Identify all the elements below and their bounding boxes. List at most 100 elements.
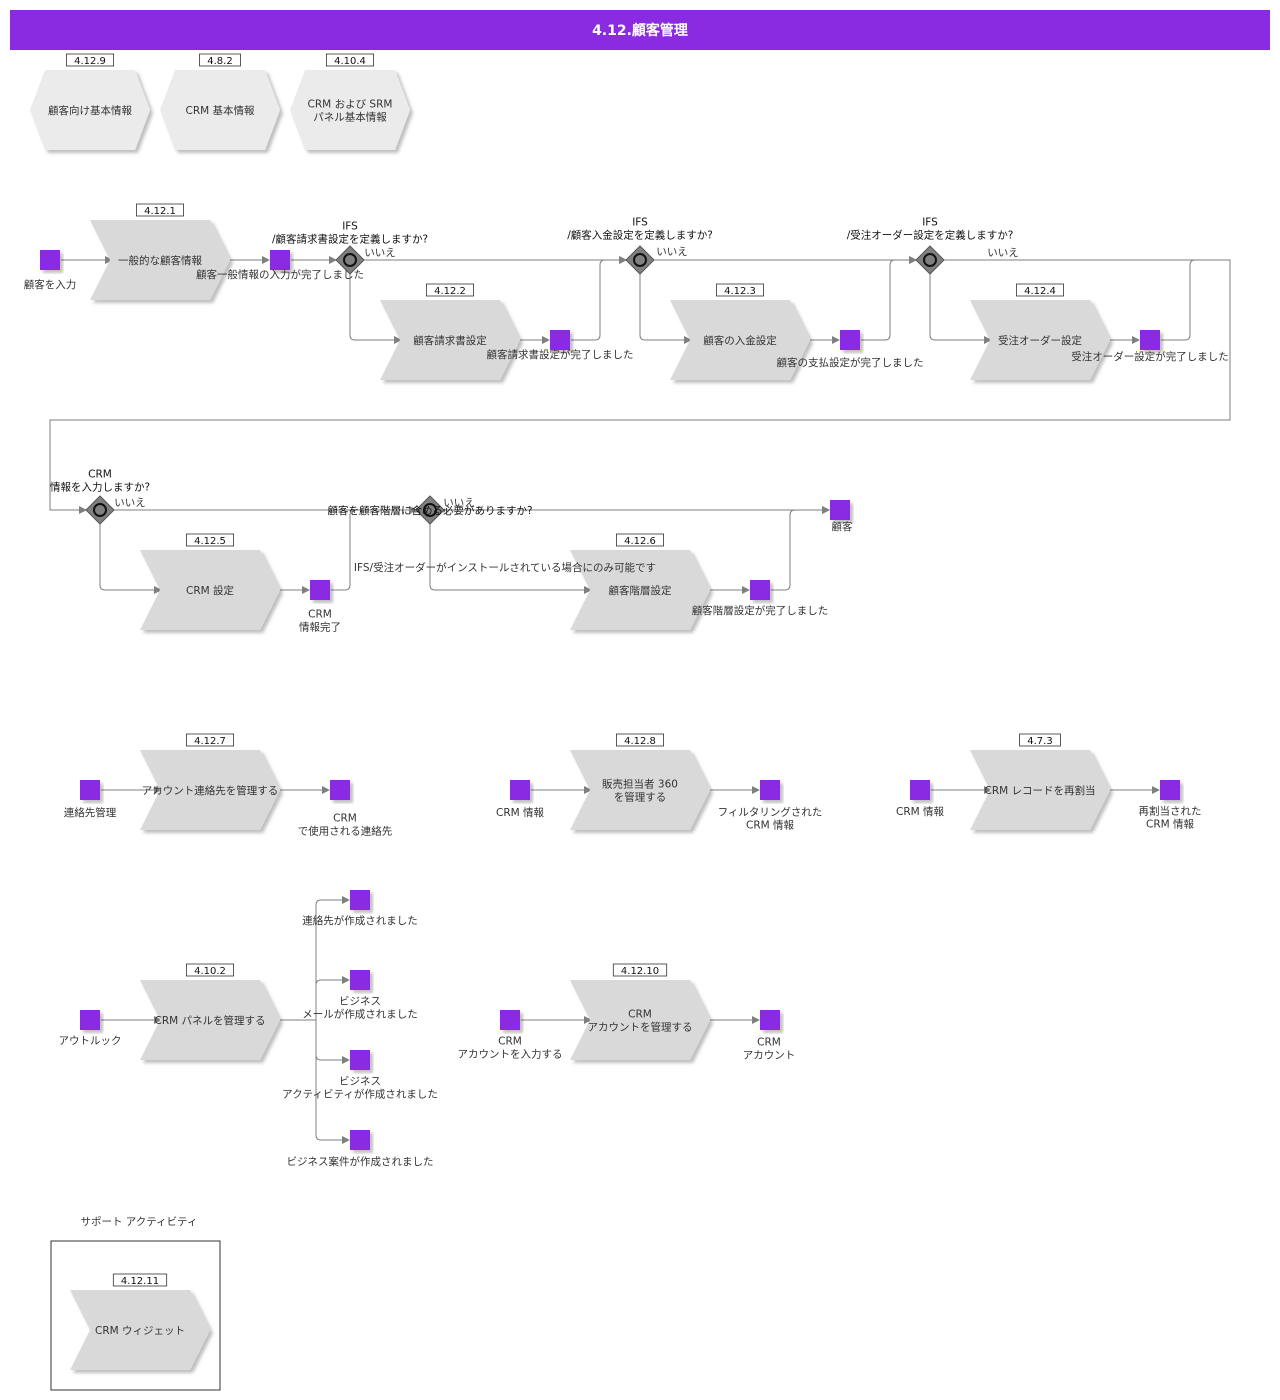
process-ref-tag	[135, 203, 184, 217]
event: CRM 情報	[896, 780, 945, 818]
process-4-12-7[interactable]: 4.12.7 アカウント連絡先を管理する	[140, 733, 280, 830]
process-ref-number: 4.10.4	[334, 56, 366, 67]
process-ref-tag	[66, 53, 115, 67]
event-label: CRM 情報	[746, 819, 795, 832]
connector	[929, 274, 992, 344]
event: 顧客	[830, 500, 853, 533]
event-label: CRM	[498, 1036, 522, 1048]
event-label: アカウント	[743, 1050, 796, 1062]
event: 顧客一般情報の入力が完了しました	[196, 250, 364, 281]
process-label: 販売担当者 360	[602, 778, 678, 791]
process-ref-number: 4.10.2	[194, 966, 226, 977]
connector	[1161, 259, 1230, 341]
process-label: 一般的な顧客情報	[118, 254, 202, 267]
process-ref-tag	[185, 533, 234, 547]
process-label: 顧客の入金設定	[703, 334, 777, 347]
connector	[315, 1134, 350, 1144]
gateway-marker	[923, 253, 937, 267]
connector	[315, 976, 350, 986]
notes: IFS/受注オーダーがインストールされている場合にのみ可能です	[354, 561, 656, 574]
process-shape	[570, 750, 710, 830]
decision-gateway: IFS/顧客請求書設定を定義しますか?いいえ	[272, 221, 428, 275]
gateway-diamond	[335, 245, 365, 275]
connector	[315, 896, 350, 906]
process-shape	[670, 300, 810, 380]
gateway-marker	[633, 253, 647, 267]
event-marker	[350, 890, 370, 910]
event-label: 受注オーダー設定が完了しました	[1071, 350, 1229, 363]
process-ref-number: 4.12.6	[624, 536, 656, 547]
decision-gateway: IFS/顧客入金設定を定義しますか?いいえ	[567, 217, 713, 275]
gateway-diamond	[625, 245, 655, 275]
event-label: で使用される連絡先	[298, 825, 393, 838]
process-ref-number: 4.12.4	[1024, 286, 1056, 297]
process-shape	[140, 980, 280, 1060]
gateway-no-label: いいえ	[114, 497, 146, 509]
event-marker	[840, 330, 860, 350]
process-shape	[380, 300, 520, 380]
event-label: ビジネス案件が作成されました	[287, 1155, 434, 1168]
annotation-note: IFS/受注オーダーがインストールされている場合にのみ可能です	[354, 561, 656, 574]
linked-process-shape	[290, 70, 410, 150]
events: 顧客を入力顧客一般情報の入力が完了しました顧客請求書設定が完了しました顧客の支払…	[24, 250, 1229, 1168]
connector	[99, 524, 162, 594]
event-label: CRM	[333, 813, 357, 825]
event-label: 顧客	[832, 520, 853, 533]
event: CRM 情報	[496, 780, 545, 819]
event: 顧客階層設定が完了しました	[692, 580, 828, 617]
event-label: ビジネス	[339, 996, 381, 1008]
gateway-marker	[423, 503, 437, 517]
event-marker	[350, 1130, 370, 1150]
event-marker	[830, 500, 850, 520]
process-label: アカウント連絡先を管理する	[142, 784, 279, 797]
process-ref-tag	[616, 733, 665, 747]
process-label: CRM レコードを再割当	[984, 784, 1095, 797]
connector	[861, 256, 917, 341]
decision-gateway: IFS/受注オーダー設定を定義しますか?いいえ	[847, 217, 1019, 275]
gateway-no-label: いいえ	[443, 497, 475, 509]
process-shape	[570, 550, 710, 630]
process-shape	[970, 750, 1110, 830]
gateway-no-label: いいえ	[987, 247, 1019, 259]
gateway-question: 顧客を顧客階層に含める必要がありますか?	[327, 504, 532, 517]
event-label: アカウントを入力する	[458, 1048, 563, 1061]
event: ビジネス案件が作成されました	[287, 1130, 434, 1168]
connector	[331, 506, 417, 591]
support-frame	[50, 1240, 221, 1391]
connector	[571, 256, 627, 341]
event-label: 顧客の支払設定が完了しました	[777, 356, 924, 369]
event-label: 連絡先管理	[64, 806, 117, 819]
event: 顧客請求書設定が完了しました	[487, 330, 634, 361]
process-shape	[140, 750, 280, 830]
process-ref-tag	[1019, 733, 1061, 747]
process-ref-number: 4.12.7	[194, 736, 226, 747]
connector	[349, 274, 402, 344]
linked-process-label: CRM 基本情報	[185, 104, 255, 117]
event-marker	[760, 780, 780, 800]
process-ref-tag	[112, 1273, 168, 1287]
event-marker	[500, 1010, 520, 1030]
